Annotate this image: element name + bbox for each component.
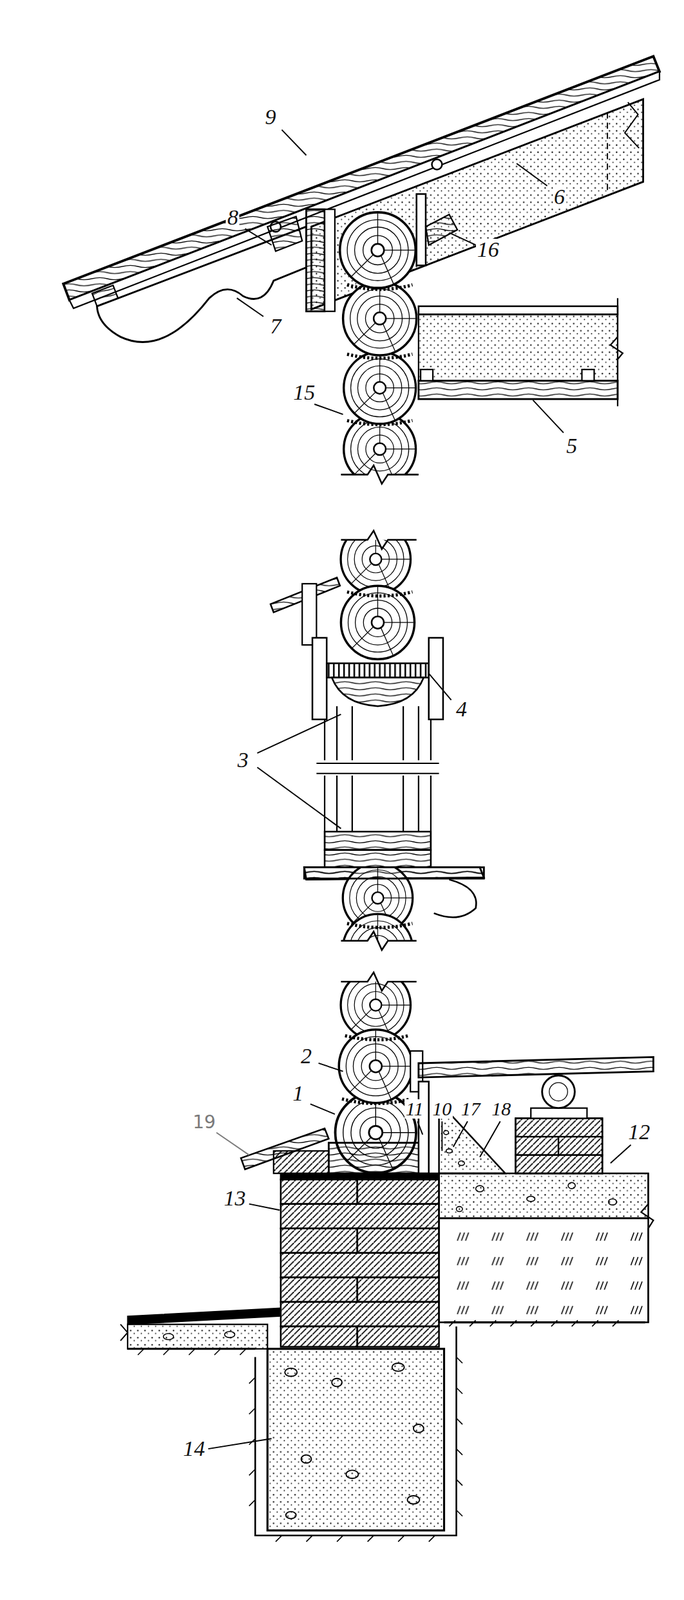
callout-number: 18 [490, 1100, 513, 1120]
callout-number: 19 [191, 1114, 218, 1133]
callout-number: 13 [222, 1188, 248, 1211]
callout-number: 8 [226, 206, 240, 229]
leader-lines [208, 130, 631, 1451]
callout-number: 11 [404, 1100, 426, 1120]
brick-plinth [280, 1174, 440, 1348]
callout-number: 2 [299, 1045, 314, 1068]
bottom-logs [240, 959, 440, 1175]
blind-area [120, 1308, 281, 1356]
window-section [270, 515, 484, 985]
callout-number: 12 [626, 1121, 652, 1144]
inner-board [416, 193, 458, 266]
callout-number: 10 [430, 1100, 453, 1120]
foundation [249, 1327, 463, 1543]
callout-number: 3 [236, 749, 250, 772]
callout-number: 1 [291, 1083, 305, 1106]
callout-number: 14 [181, 1438, 207, 1461]
callout-number: 6 [552, 186, 567, 209]
callout-number: 7 [268, 315, 283, 338]
callout-number: 4 [454, 698, 469, 721]
callout-number: 15 [291, 381, 317, 404]
callout-number: 16 [475, 238, 501, 261]
floor [418, 1057, 654, 1327]
callout-number: 17 [459, 1100, 482, 1120]
callout-number: 9 [264, 106, 278, 129]
callout-number: 5 [564, 435, 579, 458]
ceiling [418, 298, 623, 407]
